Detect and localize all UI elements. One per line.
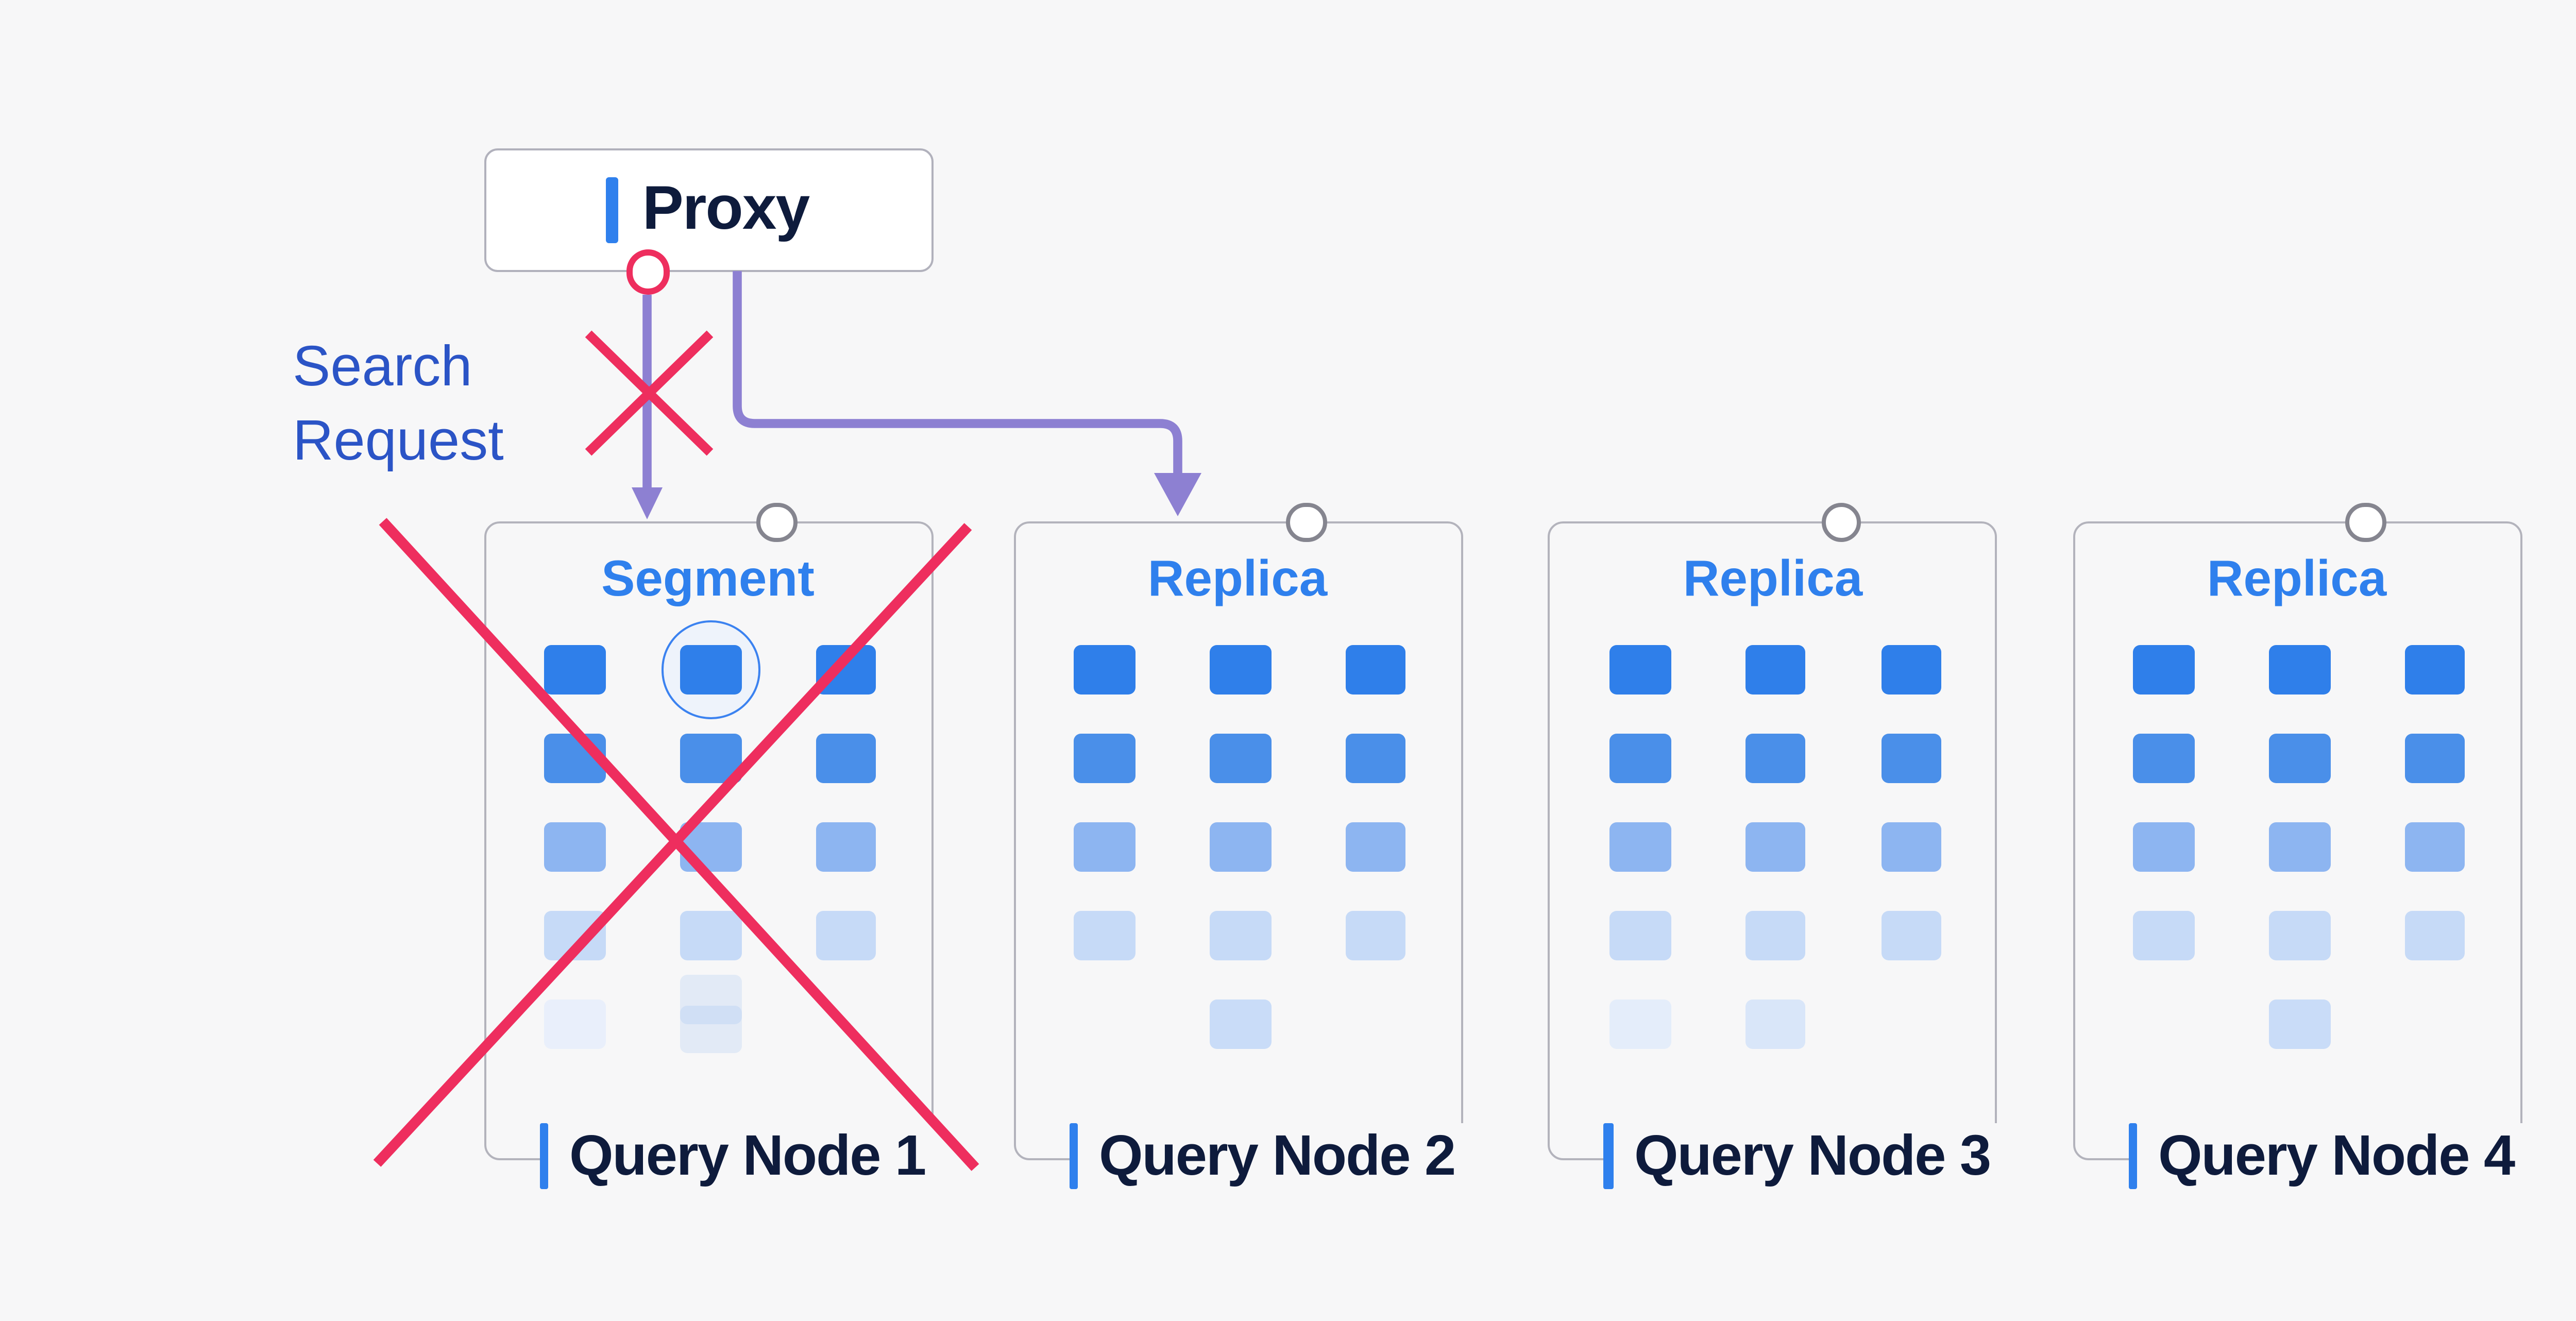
segment-tile xyxy=(2404,823,2465,871)
segment-tile xyxy=(545,646,605,694)
search-request-label: Search Request xyxy=(293,330,504,479)
card-title: Replica xyxy=(1147,551,1328,607)
query-node-card-4: Replica Query Node 4 xyxy=(2072,502,2529,1189)
segment-tile xyxy=(816,734,876,783)
segment-tile xyxy=(545,1000,605,1048)
label-accent-bar xyxy=(1604,1123,1613,1189)
query-node-card-3: Replica Query Node 3 xyxy=(1548,502,2005,1189)
segment-tile xyxy=(816,911,876,960)
query-node-card-1: Segment Query Node 1 xyxy=(483,502,940,1189)
segment-tile-faded-2 xyxy=(680,1005,741,1054)
segment-tile xyxy=(816,646,876,694)
segment-tile xyxy=(1345,911,1406,960)
segment-tile xyxy=(1880,646,1941,694)
segment-tile xyxy=(1745,823,1806,871)
segment-tile xyxy=(545,734,605,783)
segment-tile xyxy=(816,823,876,871)
label-text: Query Node 4 xyxy=(2158,1123,2515,1187)
segment-tile xyxy=(2269,734,2330,783)
card-title: Replica xyxy=(2207,551,2387,607)
segment-tile xyxy=(1345,646,1406,694)
node-connector-circle xyxy=(756,502,796,543)
segment-tile xyxy=(1880,823,1941,871)
segment-tile xyxy=(2269,646,2330,694)
query-node-card-2: Replica Query Node 2 xyxy=(1013,502,1470,1189)
segment-tile xyxy=(545,911,605,960)
segment-tile xyxy=(1880,734,1941,783)
rerouted-arrow-head-icon xyxy=(1154,473,1201,516)
card-title: Segment xyxy=(601,551,815,607)
segment-tile xyxy=(2269,1000,2330,1048)
segment-tile xyxy=(1210,823,1270,871)
segment-tile xyxy=(545,823,605,871)
label-text: Query Node 3 xyxy=(1634,1123,1991,1187)
node-connector-circle xyxy=(1286,502,1326,543)
card-title: Replica xyxy=(1683,551,1863,607)
segment-tile xyxy=(2269,823,2330,871)
segment-tile xyxy=(2269,911,2330,960)
proxy-accent-bar xyxy=(606,177,618,243)
segment-tile xyxy=(1609,1000,1670,1048)
label-accent-bar xyxy=(539,1123,548,1189)
proxy-connector-dot xyxy=(626,249,670,294)
proxy-label: Proxy xyxy=(642,175,810,243)
segment-tile xyxy=(1074,646,1135,694)
segment-tile xyxy=(1745,646,1806,694)
segment-tile xyxy=(2404,734,2465,783)
segment-tile xyxy=(1345,823,1406,871)
segment-tile xyxy=(680,911,741,960)
segment-tile xyxy=(2404,911,2465,960)
blocked-request-x-icon xyxy=(585,330,714,456)
segment-tile xyxy=(1210,1000,1270,1048)
label-accent-bar xyxy=(2128,1123,2137,1189)
segment-tile xyxy=(680,823,741,871)
proxy-node: Proxy xyxy=(483,148,933,271)
segment-tile xyxy=(2133,734,2194,783)
segment-tile xyxy=(1074,734,1135,783)
segment-tile xyxy=(2133,823,2194,871)
segment-tile xyxy=(1609,734,1670,783)
node-connector-circle xyxy=(1821,502,1861,543)
segment-tile xyxy=(680,734,741,783)
search-request-line1: Search xyxy=(293,334,472,398)
node-connector-circle xyxy=(2345,502,2385,543)
query-node-label: Query Node 3 xyxy=(1604,1122,2005,1189)
segment-tile xyxy=(1745,734,1806,783)
segment-tile xyxy=(2133,646,2194,694)
blocked-arrow-head-icon xyxy=(632,487,663,519)
segment-tile xyxy=(1745,1000,1806,1048)
label-text: Query Node 1 xyxy=(569,1123,926,1187)
segment-tile xyxy=(1210,734,1270,783)
query-node-label: Query Node 1 xyxy=(539,1122,940,1189)
search-request-line2: Request xyxy=(293,409,504,472)
segment-tile xyxy=(680,646,741,694)
segment-tile xyxy=(1074,823,1135,871)
segment-tile xyxy=(1609,911,1670,960)
label-text: Query Node 2 xyxy=(1099,1123,1456,1187)
segment-tile xyxy=(1880,911,1941,960)
segment-tile xyxy=(1210,646,1270,694)
segment-tile xyxy=(2133,911,2194,960)
segment-tile xyxy=(1609,823,1670,871)
segment-tile xyxy=(1609,646,1670,694)
segment-tile xyxy=(1345,734,1406,783)
segment-tile xyxy=(1210,911,1270,960)
segment-tile xyxy=(2404,646,2465,694)
query-node-label: Query Node 2 xyxy=(1069,1122,1470,1189)
rerouted-arrow-line xyxy=(733,271,1182,476)
label-accent-bar xyxy=(1069,1123,1077,1189)
query-node-label: Query Node 4 xyxy=(2128,1122,2529,1189)
segment-tile xyxy=(1745,911,1806,960)
segment-tile xyxy=(1074,911,1135,960)
